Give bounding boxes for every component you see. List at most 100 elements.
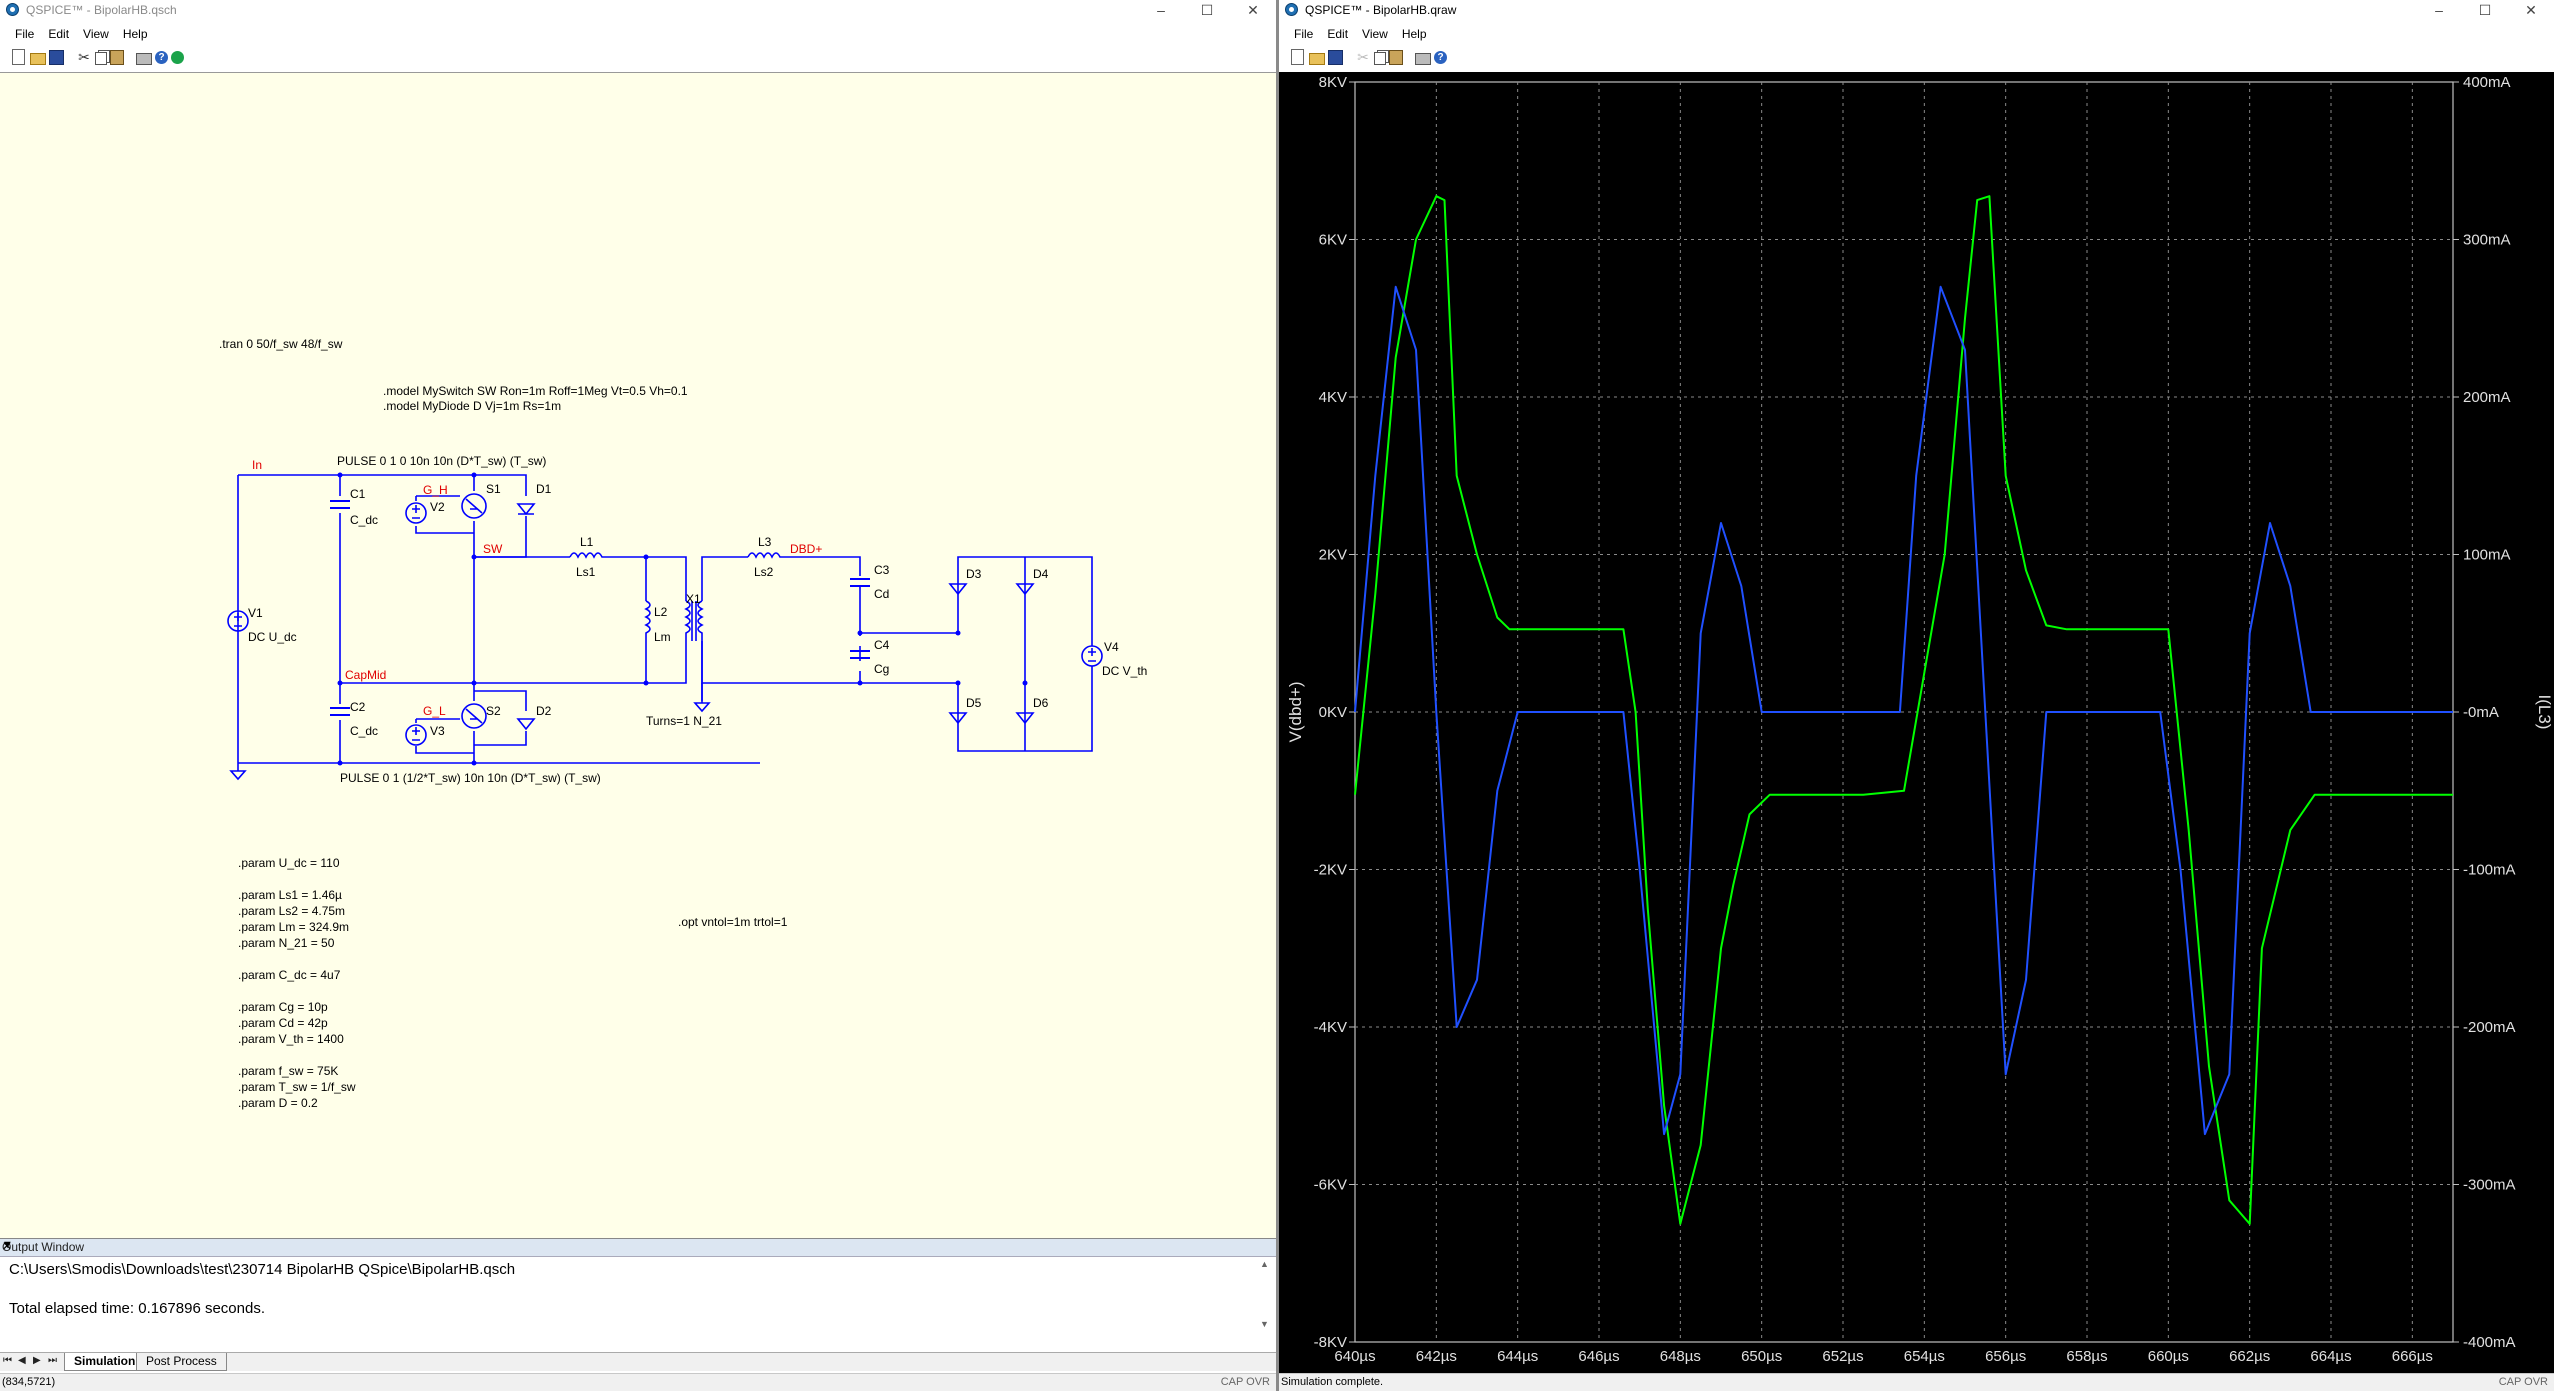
l1-label[interactable]: L1 — [580, 535, 594, 549]
copy-icon[interactable] — [1374, 51, 1386, 65]
copy-icon[interactable] — [95, 51, 107, 65]
tran-directive[interactable]: .tran 0 50/f_sw 48/f_sw — [219, 337, 343, 351]
window-divider[interactable] — [1276, 0, 1279, 1391]
y-axis-right-label[interactable]: I(L3) — [2535, 695, 2554, 730]
open-folder-icon[interactable] — [1309, 53, 1325, 65]
save-icon[interactable] — [49, 49, 64, 65]
d6-label[interactable]: D6 — [1033, 696, 1049, 710]
c3-label[interactable]: C3 — [874, 563, 890, 577]
v2-label[interactable]: V2 — [430, 500, 445, 514]
paste-icon[interactable] — [1389, 49, 1403, 65]
c4-value[interactable]: Cg — [874, 662, 889, 676]
param-line[interactable]: .param U_dc = 110 — [238, 856, 340, 870]
d1-label[interactable]: D1 — [536, 482, 552, 496]
param-line[interactable]: .param N_21 = 50 — [238, 936, 335, 950]
model-diode-directive[interactable]: .model MyDiode D Vj=1m Rs=1m — [383, 399, 561, 413]
minimize-icon[interactable]: – — [1157, 2, 1165, 18]
s1-label[interactable]: S1 — [486, 482, 501, 496]
menu-help[interactable]: Help — [122, 27, 148, 41]
net-label-g-h[interactable]: G_H — [423, 483, 448, 497]
tab-post-process[interactable]: Post Process — [136, 1353, 227, 1371]
menu-view[interactable]: View — [83, 27, 109, 41]
net-label-in[interactable]: In — [252, 458, 262, 472]
new-file-icon[interactable] — [12, 49, 25, 65]
c4-label[interactable]: C4 — [874, 638, 890, 652]
l2-label[interactable]: L2 — [654, 605, 668, 619]
param-line[interactable]: .param f_sw = 75K — [238, 1064, 338, 1078]
open-folder-icon[interactable] — [30, 53, 46, 65]
minimize-icon[interactable]: – — [2435, 2, 2443, 18]
x1-label[interactable]: X1 — [686, 592, 701, 606]
schematic-canvas[interactable]: .tran 0 50/f_sw 48/f_sw .model MySwitch … — [0, 72, 1276, 1239]
param-line[interactable]: .param D = 0.2 — [238, 1096, 318, 1110]
close-output-icon[interactable]: ✕ — [2, 1239, 13, 1253]
menu-view[interactable]: View — [1362, 27, 1388, 41]
pulse-bottom-label[interactable]: PULSE 0 1 (1/2*T_sw) 10n 10n (D*T_sw) (T… — [340, 771, 601, 785]
param-line[interactable]: .param Lm = 324.9m — [238, 920, 349, 934]
maximize-icon[interactable]: ☐ — [2478, 2, 2492, 18]
param-line[interactable]: .param V_th = 1400 — [238, 1032, 344, 1046]
next-tab-icon[interactable]: ▶ — [33, 1355, 41, 1366]
param-line[interactable]: .param T_sw = 1/f_sw — [238, 1080, 356, 1094]
menu-file[interactable]: File — [15, 27, 35, 41]
first-tab-icon[interactable]: ⏮ — [3, 1355, 12, 1366]
v1-value[interactable]: DC U_dc — [248, 630, 297, 644]
c3-value[interactable]: Cd — [874, 587, 889, 601]
menu-file[interactable]: File — [1294, 27, 1314, 41]
c1-value[interactable]: C_dc — [350, 513, 378, 527]
d2-label[interactable]: D2 — [536, 704, 552, 718]
cut-icon[interactable]: ✂ — [1357, 49, 1369, 65]
c1-label[interactable]: C1 — [350, 487, 366, 501]
v4-value[interactable]: DC V_th — [1102, 664, 1147, 678]
print-icon[interactable] — [136, 52, 152, 65]
menu-edit[interactable]: Edit — [48, 27, 70, 41]
param-line[interactable]: .param Cg = 10p — [238, 1000, 328, 1014]
prev-tab-icon[interactable]: ◀ — [18, 1355, 26, 1366]
dropdown-arrow-icon[interactable]: ▼ — [2, 1239, 13, 1251]
l3-value[interactable]: Ls2 — [754, 565, 774, 579]
output-scrollbar[interactable]: ▲▼ — [1260, 1259, 1269, 1329]
print-icon[interactable] — [1415, 52, 1431, 65]
v4-label[interactable]: V4 — [1104, 640, 1119, 654]
pulse-top-label[interactable]: PULSE 0 1 0 10n 10n (D*T_sw) (T_sw) — [337, 454, 546, 468]
l2-value[interactable]: Lm — [654, 630, 671, 644]
c2-label[interactable]: C2 — [350, 700, 366, 714]
run-simulation-icon[interactable] — [171, 50, 184, 64]
menu-help[interactable]: Help — [1401, 27, 1427, 41]
net-label-dbd[interactable]: DBD+ — [790, 542, 822, 556]
series-line-current[interactable] — [1354, 285, 2453, 1136]
net-label-g-l[interactable]: G_L — [423, 704, 446, 718]
help-icon[interactable]: ? — [1434, 50, 1447, 64]
turns-label[interactable]: Turns=1 N_21 — [646, 714, 722, 728]
menu-edit[interactable]: Edit — [1327, 27, 1349, 41]
d5-label[interactable]: D5 — [966, 696, 982, 710]
s2-label[interactable]: S2 — [486, 704, 501, 718]
param-line[interactable]: .param Cd = 42p — [238, 1016, 328, 1030]
opt-directive[interactable]: .opt vntol=1m trtol=1 — [678, 915, 788, 929]
l1-value[interactable]: Ls1 — [576, 565, 596, 579]
close-icon[interactable]: ✕ — [2525, 2, 2537, 18]
net-label-sw[interactable]: SW — [483, 542, 503, 556]
param-line[interactable]: .param Ls2 = 4.75m — [238, 904, 345, 918]
v3-label[interactable]: V3 — [430, 724, 445, 738]
cut-icon[interactable]: ✂ — [78, 49, 90, 65]
maximize-icon[interactable]: ☐ — [1200, 2, 1214, 18]
close-icon[interactable]: ✕ — [1247, 2, 1259, 18]
last-tab-icon[interactable]: ⏭ — [48, 1355, 57, 1366]
model-switch-directive[interactable]: .model MySwitch SW Ron=1m Roff=1Meg Vt=0… — [383, 384, 688, 398]
save-icon[interactable] — [1328, 49, 1343, 65]
d3-label[interactable]: D3 — [966, 567, 982, 581]
y-axis-left-label[interactable]: V(dbd+) — [1286, 682, 1305, 743]
new-file-icon[interactable] — [1291, 49, 1304, 65]
tab-simulation[interactable]: Simulation — [64, 1353, 146, 1371]
l3-label[interactable]: L3 — [758, 535, 772, 549]
c2-value[interactable]: C_dc — [350, 724, 378, 738]
paste-icon[interactable] — [110, 49, 124, 65]
param-line[interactable]: .param Ls1 = 1.46µ — [238, 888, 342, 902]
d4-label[interactable]: D4 — [1033, 567, 1049, 581]
param-line[interactable]: .param C_dc = 4u7 — [238, 968, 341, 982]
series-line-voltage[interactable] — [1354, 195, 2453, 1225]
help-icon[interactable]: ? — [155, 50, 168, 64]
net-label-capmid[interactable]: CapMid — [345, 668, 386, 682]
